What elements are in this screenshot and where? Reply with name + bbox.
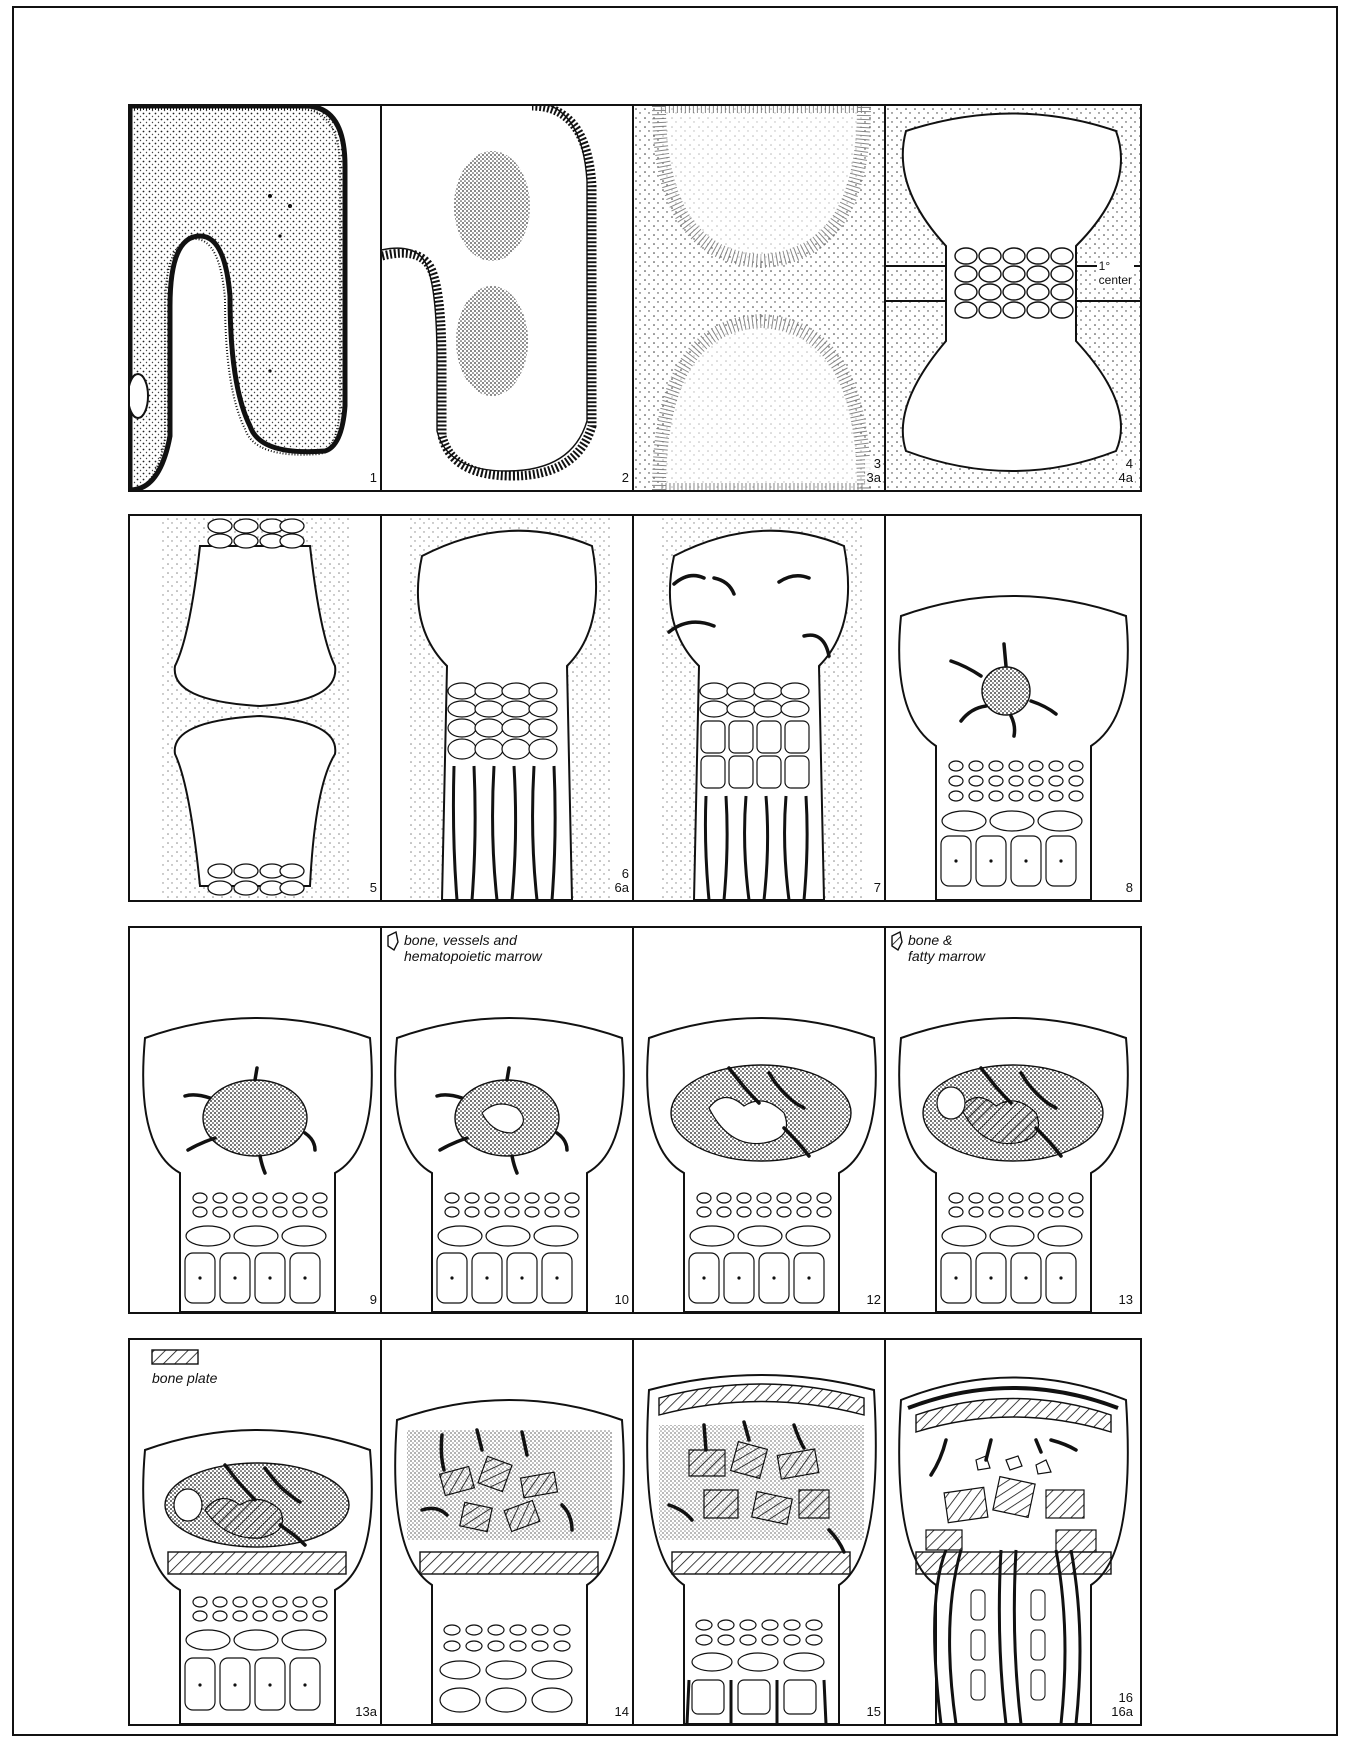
panel-number: 2 [620,471,631,485]
panel-2: 2 [380,104,638,492]
marrow-legend-icon [388,932,398,950]
panel-number: 13a [353,1705,379,1719]
secondary-center-expansion-drawing [130,928,384,1312]
panel-10: bone, vessels and hematopoietic marrow 1… [380,926,638,1314]
legend-label: bone & fatty marrow [908,932,985,964]
panel-15: 15 [632,1338,890,1726]
panel-number: 9 [368,1293,379,1307]
mature-epiphysis-drawing [886,1340,1140,1724]
trabecular-bone-drawing [382,1340,636,1724]
limb-bud-drawing [130,106,384,490]
panel-6: 6 6a [380,514,638,902]
figure-frame: 1 2 3 3a [12,6,1338,1736]
panel-13: bone & fatty marrow 13 [884,926,1142,1314]
panel-number: 13 [1117,1293,1135,1307]
joint-cavitation-drawing [130,516,384,900]
limb-bud-condensation-drawing [382,106,636,490]
panel-9: 9 [128,926,386,1314]
panel-number: 16 16a [1109,1691,1135,1719]
legend-label: bone plate [152,1370,217,1386]
panel-number: 10 [613,1293,631,1307]
panel-4: 1° center 4 4a [884,104,1142,492]
fatty-marrow-drawing [886,928,1140,1312]
bone-plate-drawing [130,1340,384,1724]
epiphyseal-bone-drawing [634,1340,888,1724]
panel-1: 1 [128,104,386,492]
growth-plate-drawing [382,516,636,900]
fatty-marrow-legend-icon [892,932,902,950]
primary-center-label: 1° center [1097,258,1134,288]
legend-label: bone, vessels and hematopoietic marrow [404,932,542,964]
interzone-drawing [634,106,888,490]
panel-number: 5 [368,881,379,895]
secondary-center-drawing [886,516,1140,900]
panel-3: 3 3a [632,104,890,492]
canal-vessels-drawing [634,516,888,900]
panel-number: 6 6a [613,867,631,895]
panel-number: 3 3a [865,457,883,485]
panel-5: 5 [128,514,386,902]
panel-number: 4 4a [1117,457,1135,485]
panel-12: 12 [632,926,890,1314]
panel-8: 8 [884,514,1142,902]
panel-7: 7 [632,514,890,902]
primary-center-drawing [886,106,1140,490]
marrow-expansion-drawing [634,928,888,1312]
panel-14: 14 [380,1338,638,1726]
panel-number: 15 [865,1705,883,1719]
panel-number: 14 [613,1705,631,1719]
panel-number: 12 [865,1293,883,1307]
panel-number: 8 [1124,881,1135,895]
panel-number: 1 [368,471,379,485]
panel-number: 7 [872,881,883,895]
panel-13a: bone plate 13a [128,1338,386,1726]
bone-plate-legend-icon [152,1350,198,1364]
marrow-formation-drawing [382,928,636,1312]
panel-16: 16 16a [884,1338,1142,1726]
